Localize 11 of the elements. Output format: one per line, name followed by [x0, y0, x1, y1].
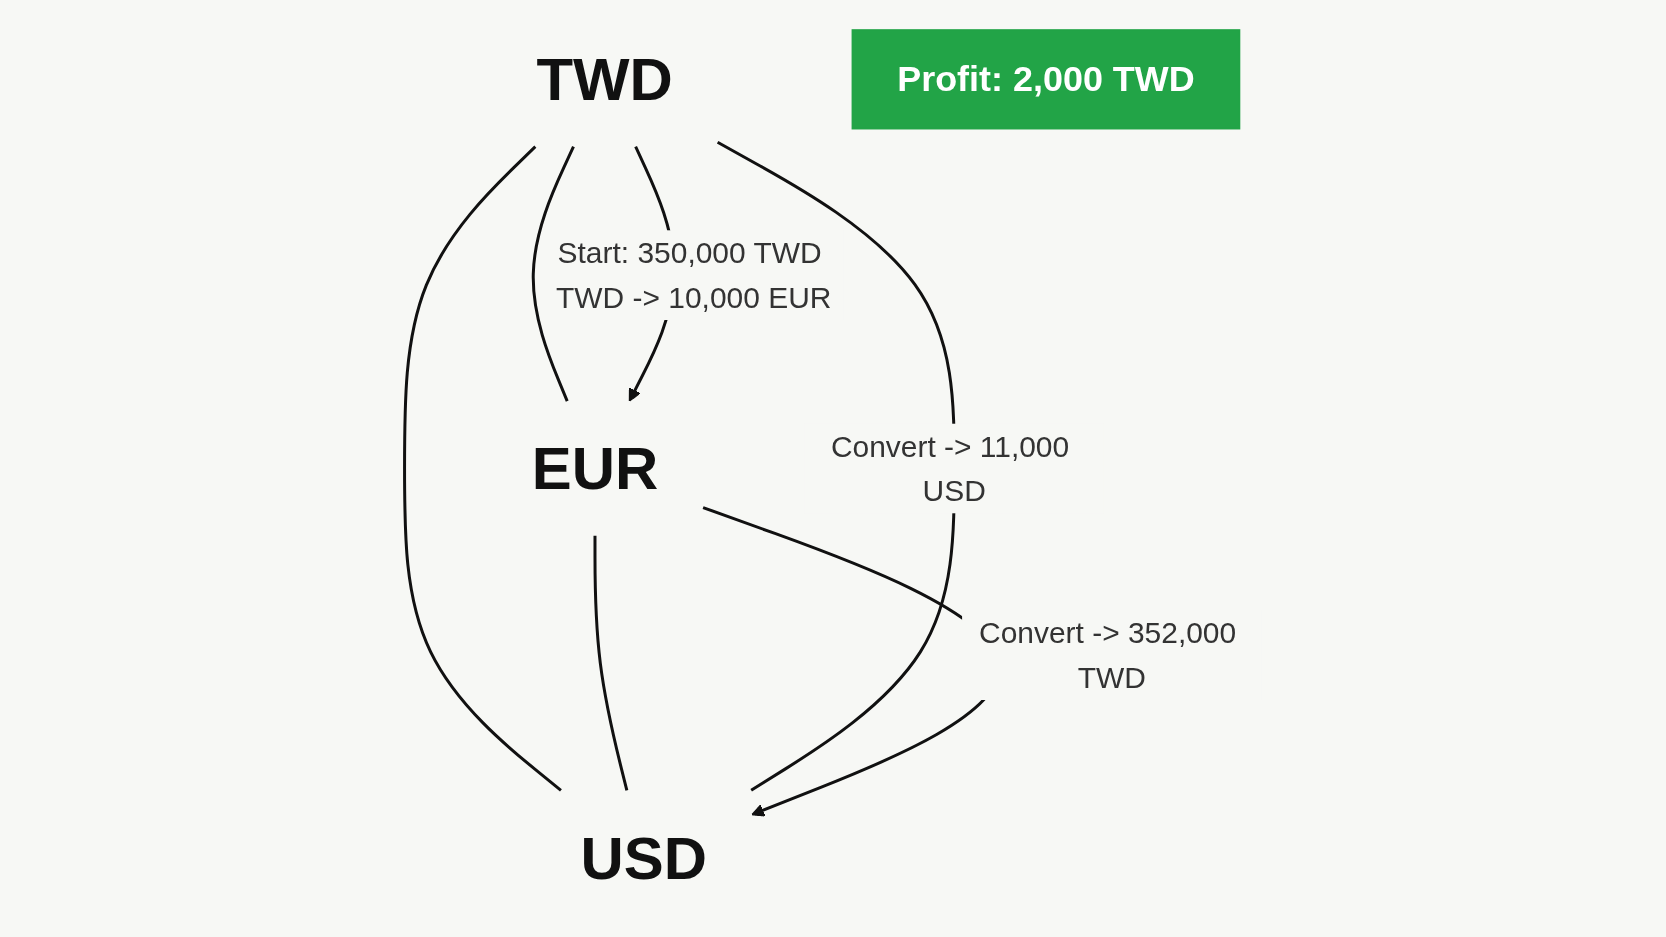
- edge-label: Start: 350,000 TWD TWD -> 10,000 EUR: [556, 236, 832, 315]
- edge-label: Convert -> 11,000 USD: [830, 429, 1070, 508]
- connector: [403, 145, 562, 792]
- node-text: EUR: [531, 435, 659, 502]
- node-box: Profit: 2,000 TWD: [851, 29, 1241, 130]
- edge-label: Convert -> 352,000 TWD: [979, 616, 1237, 695]
- node-text: TWD: [536, 46, 673, 113]
- node-text: USD: [580, 824, 707, 891]
- connector: [531, 146, 575, 402]
- connector: [716, 140, 956, 792]
- connector: [593, 535, 629, 791]
